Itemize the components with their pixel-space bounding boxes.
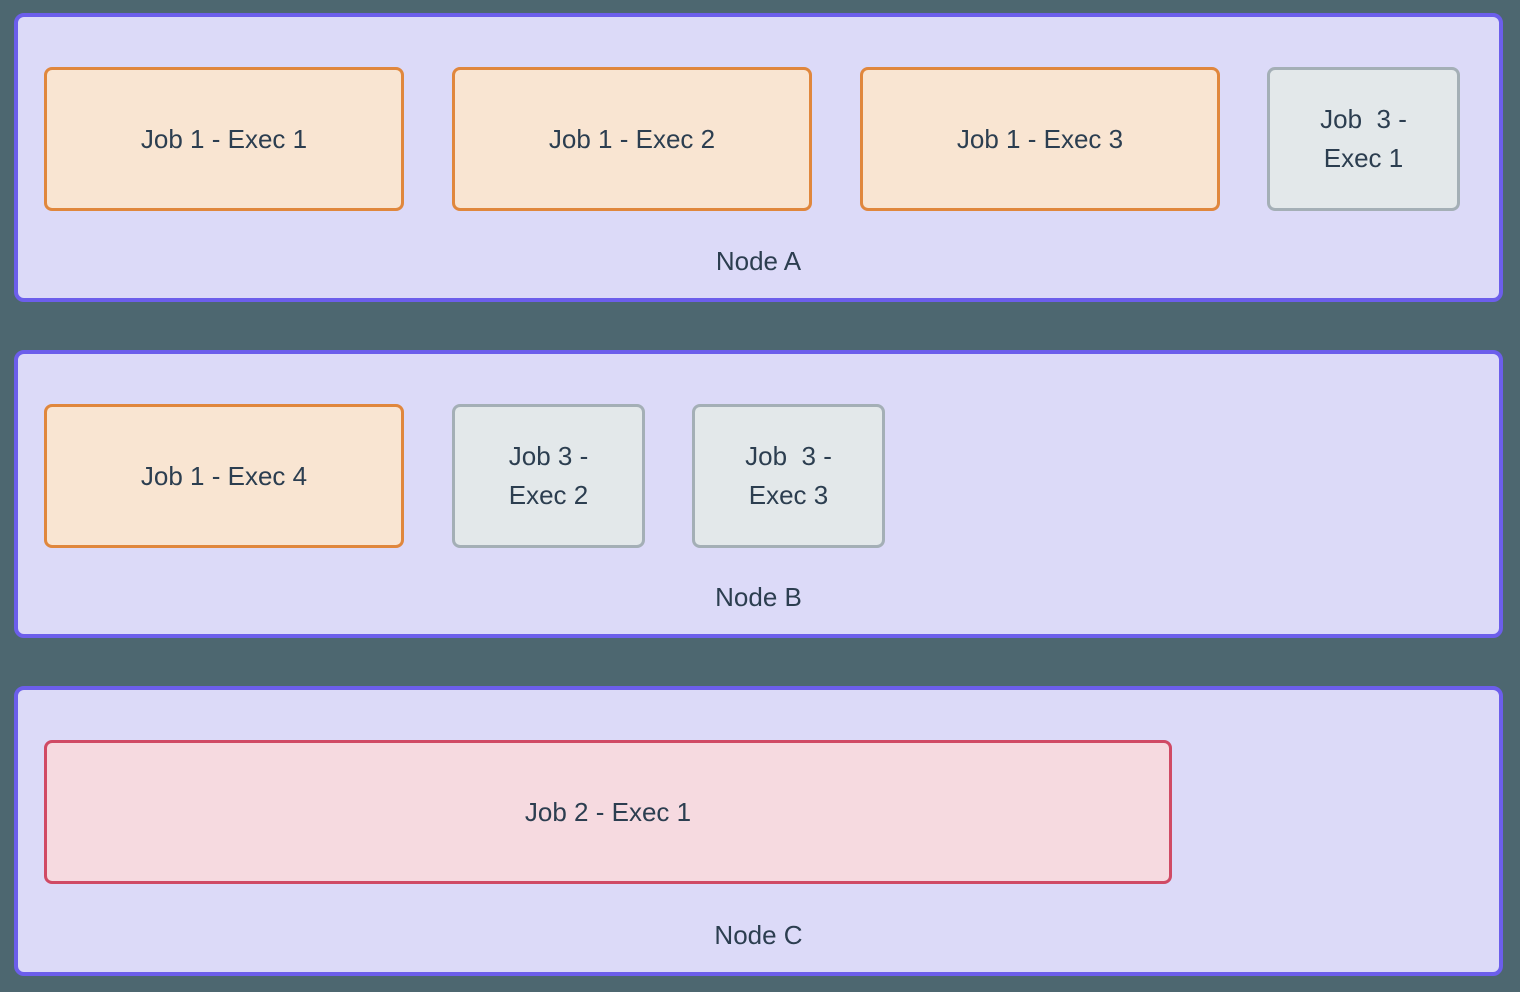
executor-label-job3-exec2: Job 3 - Exec 2 xyxy=(508,441,589,510)
executor-label-job3-exec1: Job 3 - Exec 1 xyxy=(1320,104,1407,173)
executor-label-job1-exec1: Job 1 - Exec 1 xyxy=(140,123,308,154)
node-b-label: Node B xyxy=(715,582,802,612)
executor-label-job2-exec1: Job 2 - Exec 1 xyxy=(524,796,692,827)
executor-box-job1-exec2: Job 1 - Exec 2 xyxy=(452,67,812,211)
executor-box-job1-exec4: Job 1 - Exec 4 xyxy=(44,404,404,548)
node-a-label: Node A xyxy=(715,246,802,276)
executor-label-job3-exec3: Job 3 - Exec 3 xyxy=(745,441,832,510)
node-c-label: Node C xyxy=(714,920,803,950)
executor-box-job1-exec1: Job 1 - Exec 1 xyxy=(44,67,404,211)
node-c: Job 2 - Exec 1 Node C xyxy=(14,686,1503,976)
executor-label-job1-exec2: Job 1 - Exec 2 xyxy=(548,123,716,154)
executor-box-job1-exec3: Job 1 - Exec 3 xyxy=(860,67,1220,211)
executor-box-job3-exec1: Job 3 - Exec 1 xyxy=(1267,67,1460,211)
node-a: Job 1 - Exec 1 Job 1 - Exec 2 Job 1 - Ex… xyxy=(14,13,1503,302)
executor-box-job3-exec2: Job 3 - Exec 2 xyxy=(452,404,645,548)
executor-box-job3-exec3: Job 3 - Exec 3 xyxy=(692,404,885,548)
executor-label-job1-exec4: Job 1 - Exec 4 xyxy=(140,460,308,491)
executor-label-job1-exec3: Job 1 - Exec 3 xyxy=(956,123,1124,154)
node-b: Job 1 - Exec 4 Job 3 - Exec 2 Job 3 - Ex… xyxy=(14,350,1503,638)
executor-box-job2-exec1: Job 2 - Exec 1 xyxy=(44,740,1172,884)
